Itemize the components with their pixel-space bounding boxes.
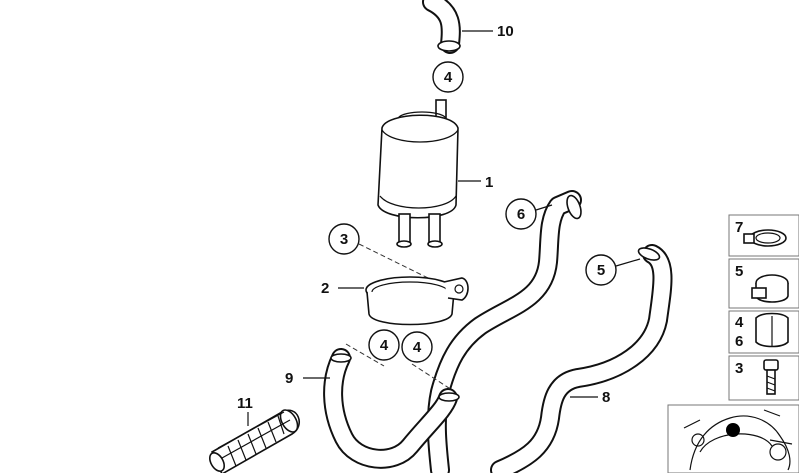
svg-text:9: 9 <box>285 370 293 387</box>
hose-10 <box>422 0 461 54</box>
svg-text:3: 3 <box>340 231 348 248</box>
svg-text:4: 4 <box>444 69 453 86</box>
svg-text:1: 1 <box>485 174 493 191</box>
side-label-3: 3 <box>735 360 743 377</box>
screw-3-icon <box>763 359 779 395</box>
svg-text:2: 2 <box>321 280 329 297</box>
hose-clamp-7-icon <box>743 229 787 247</box>
side-parts-panel: 7 5 4 6 3 <box>728 214 799 401</box>
hose-6 <box>426 190 582 473</box>
callout-6: 6 <box>505 198 553 230</box>
svg-text:10: 10 <box>497 23 514 40</box>
callout-8: 8 <box>570 389 610 406</box>
callout-11: 11 <box>237 395 253 426</box>
clamp-bracket-2 <box>365 276 469 326</box>
side-label-5: 5 <box>735 263 743 280</box>
hose-9 <box>323 343 460 469</box>
hose-8 <box>490 244 673 473</box>
callout-1: 1 <box>458 174 493 191</box>
svg-text:5: 5 <box>597 262 605 279</box>
svg-text:8: 8 <box>602 389 610 406</box>
callout-4-mid-a: 4 <box>368 329 400 361</box>
callout-5: 5 <box>585 254 641 286</box>
callout-10: 10 <box>462 23 514 40</box>
callout-3: 3 <box>328 223 429 279</box>
callout-9: 9 <box>285 370 330 387</box>
location-marker-icon <box>726 423 740 437</box>
callout-4-mid-b: 4 <box>401 331 433 363</box>
hose-clamp-5-icon <box>751 274 789 303</box>
svg-text:11: 11 <box>237 395 253 412</box>
svg-text:4: 4 <box>380 337 389 354</box>
svg-text:6: 6 <box>517 206 525 223</box>
protective-sleeve-11 <box>208 409 301 473</box>
vehicle-locator-thumbnail <box>667 404 799 473</box>
svg-text:4: 4 <box>413 339 422 356</box>
callout-2: 2 <box>321 280 364 297</box>
spring-clip-icon <box>755 312 789 348</box>
side-label-4: 4 <box>735 314 744 331</box>
filter-housing-1 <box>377 99 459 248</box>
callout-4-top: 4 <box>432 61 464 93</box>
side-label-7: 7 <box>735 219 743 236</box>
side-label-6: 6 <box>735 333 743 350</box>
